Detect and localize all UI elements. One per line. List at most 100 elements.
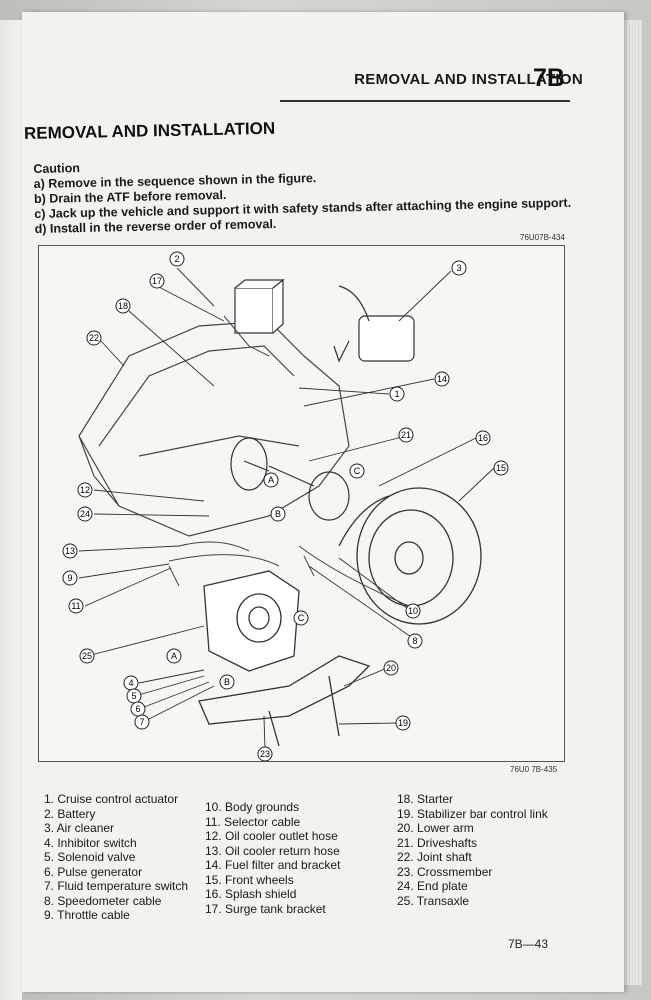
legend-item: 1. Cruise control actuator: [44, 792, 179, 806]
svg-text:17: 17: [152, 276, 162, 286]
svg-text:B: B: [275, 509, 281, 519]
svg-text:12: 12: [80, 485, 90, 495]
svg-text:15: 15: [496, 463, 506, 473]
svg-text:21: 21: [401, 430, 411, 440]
legend-column-1: 1. Cruise control actuator 2. Battery 3.…: [44, 792, 188, 923]
legend-item: 2. Battery: [44, 806, 96, 821]
svg-text:18: 18: [118, 301, 128, 311]
callout-14: 14: [434, 371, 450, 387]
legend-item: 5. Solenoid valve: [44, 850, 136, 864]
exploded-diagram: 2 17 18 22 3 14 1 21 16 15 12 24 13 9 11…: [38, 245, 565, 762]
svg-text:22: 22: [89, 333, 99, 343]
callout-11: 11: [68, 598, 84, 614]
legend-item: 19. Stabilizer bar control link: [397, 806, 548, 821]
callout-24: 24: [77, 506, 93, 522]
svg-text:3: 3: [456, 263, 461, 273]
callout-18: 18: [115, 298, 131, 314]
svg-text:9: 9: [67, 573, 72, 583]
header-title: REMOVAL AND INSTALLATION: [354, 71, 583, 88]
svg-text:1: 1: [394, 389, 399, 399]
driveshaft-drawing: [230, 437, 350, 521]
svg-text:C: C: [354, 466, 361, 476]
legend-item: 23. Crossmember: [397, 864, 493, 879]
marker-b-lower: B: [219, 674, 235, 690]
callout-16: 16: [475, 430, 491, 446]
wheel-drawing: [338, 487, 482, 625]
svg-text:5: 5: [131, 691, 136, 701]
marker-c-lower: C: [293, 610, 309, 626]
callout-3: 3: [451, 260, 467, 276]
callout-5: 5: [126, 688, 142, 704]
legend-item: 6. Pulse generator: [44, 864, 143, 879]
callout-15: 15: [493, 460, 509, 476]
svg-text:C: C: [298, 613, 305, 623]
svg-text:4: 4: [128, 678, 133, 688]
callout-25: 25: [79, 648, 95, 664]
svg-text:7: 7: [139, 717, 144, 727]
legend-item: 13. Oil cooler return hose: [205, 843, 340, 858]
battery-drawing: [234, 278, 285, 334]
svg-text:24: 24: [80, 509, 90, 519]
page-stack-edge: [624, 20, 642, 985]
figure-code-top: 76U07B-434: [520, 233, 565, 242]
callout-22: 22: [86, 330, 102, 346]
marker-group: A B C A B C: [166, 463, 365, 690]
svg-text:23: 23: [260, 749, 270, 759]
svg-text:6: 6: [135, 704, 140, 714]
transaxle-drawing: [203, 570, 300, 672]
legend-item: 12. Oil cooler outlet hose: [205, 829, 338, 843]
callout-6: 6: [130, 701, 146, 717]
leader-lines: [78, 267, 495, 752]
callout-12: 12: [77, 482, 93, 498]
legend-item: 24. End plate: [397, 879, 468, 893]
legend-item: 16. Splash shield: [205, 887, 297, 901]
callout-1: 1: [389, 386, 405, 402]
callout-8: 8: [407, 633, 423, 649]
marker-a-lower: A: [166, 648, 182, 664]
callout-17: 17: [149, 273, 165, 289]
callout-group: 2 17 18 22 3 14 1 21 16 15 12 24 13 9 11…: [62, 251, 509, 761]
callout-7: 7: [134, 714, 150, 730]
svg-text:2: 2: [174, 254, 179, 264]
legend-item: 25. Transaxle: [397, 893, 470, 908]
header-rule: [280, 100, 570, 102]
legend-item: 4. Inhibitor switch: [44, 835, 137, 850]
legend-item: 7. Fluid temperature switch: [44, 879, 189, 893]
svg-text:16: 16: [478, 433, 488, 443]
marker-c-upper: C: [349, 463, 365, 479]
svg-text:11: 11: [71, 601, 80, 611]
callout-21: 21: [398, 427, 414, 443]
legend-item: 11. Selector cable: [205, 814, 301, 829]
legend-item: 10. Body grounds: [205, 800, 300, 814]
callout-20: 20: [383, 660, 399, 676]
callout-10: 10: [405, 603, 421, 619]
legend-item: 15. Front wheels: [205, 872, 294, 887]
legend-item: 22. Joint shaft: [397, 850, 472, 864]
callout-13: 13: [62, 543, 78, 559]
legend-item: 9. Throttle cable: [44, 908, 130, 922]
legend-item: 20. Lower arm: [397, 821, 474, 835]
crossmember-drawing: [198, 655, 371, 747]
marker-b-upper: B: [270, 506, 286, 522]
page-number: 7B—43: [508, 937, 549, 951]
legend-item: 18. Starter: [397, 792, 454, 806]
svg-text:A: A: [268, 475, 274, 485]
legend-column-2: 10. Body grounds 11. Selector cable 12. …: [205, 800, 340, 916]
previous-page-edge: [0, 20, 23, 1000]
svg-text:25: 25: [82, 651, 92, 661]
hoses-and-cables: [168, 315, 410, 607]
callout-4: 4: [123, 675, 139, 691]
figure-code-bottom: 76U0 7B-435: [510, 765, 558, 774]
svg-text:13: 13: [65, 546, 75, 556]
svg-text:8: 8: [412, 636, 417, 646]
vehicle-outline: [78, 320, 350, 537]
svg-text:14: 14: [437, 374, 447, 384]
legend-item: 8. Speedometer cable: [44, 893, 162, 908]
svg-text:B: B: [224, 677, 230, 687]
air-cleaner-drawing: [333, 285, 415, 363]
legend-item: 14. Fuel filter and bracket: [205, 858, 341, 872]
legend-column-3: 18. Starter 19. Stabilizer bar control l…: [397, 792, 548, 908]
svg-text:10: 10: [408, 606, 418, 616]
legend-item: 3. Air cleaner: [44, 821, 115, 835]
callout-23: 23: [257, 746, 273, 761]
